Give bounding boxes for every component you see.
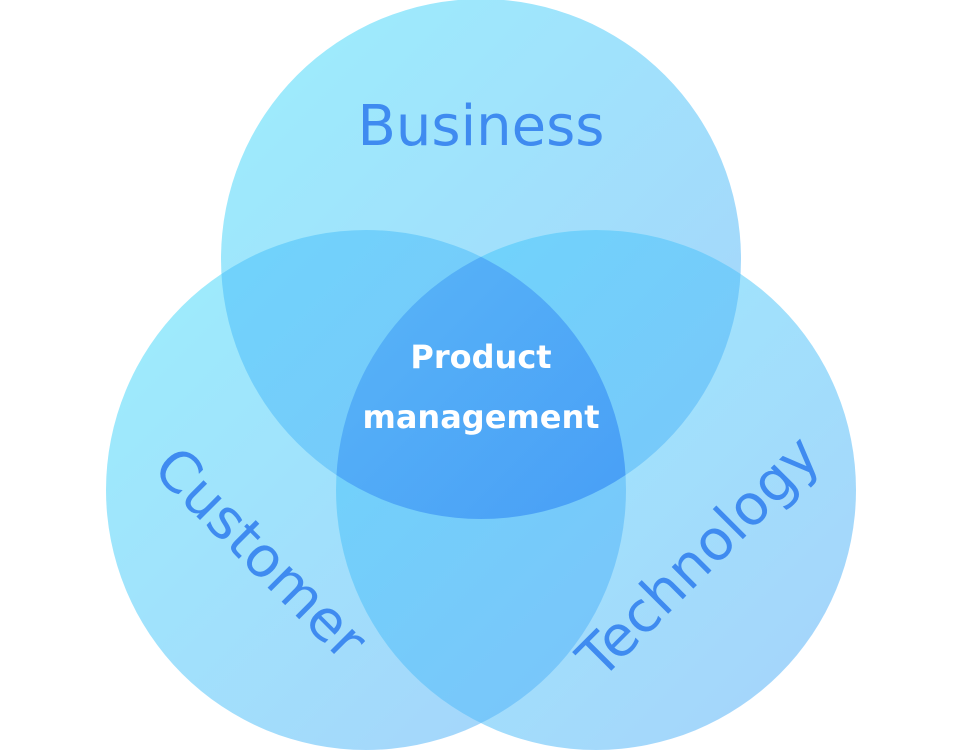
label-center-line2: management: [362, 398, 599, 436]
label-business: Business: [358, 94, 605, 159]
label-center-line1: Product: [410, 338, 551, 376]
overlap-center: [336, 230, 626, 519]
